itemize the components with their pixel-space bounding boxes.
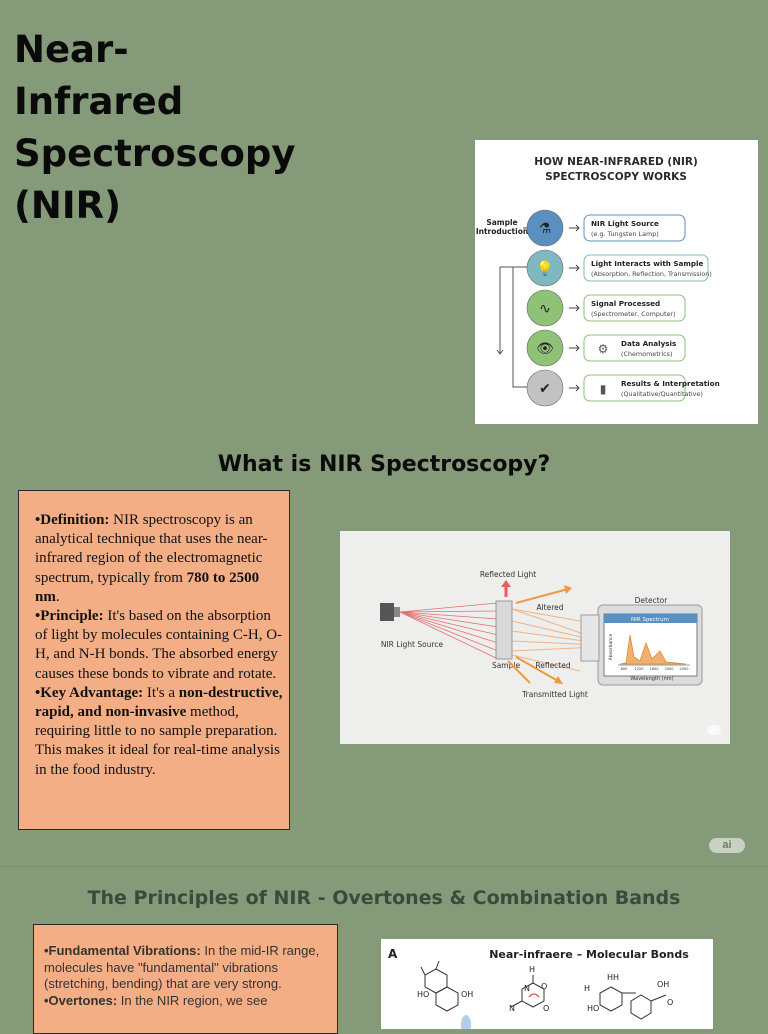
- slide-divider: [0, 866, 768, 867]
- advantage-text-2: method, requiring little to no sample pr…: [35, 704, 280, 778]
- step-label: NIR Light Source: [591, 219, 659, 228]
- overtones-paragraph: •Overtones: In the NIR region, we see: [44, 993, 329, 1010]
- overtones-label: •Overtones:: [44, 992, 118, 1008]
- arrow-right-icon: [569, 344, 580, 352]
- step-label: Light Interacts with Sample: [591, 259, 704, 268]
- molecular-heading: Near-infraere – Molecular Bonds: [489, 948, 689, 961]
- fundamental-text: In the mid-IR range, molecules have "fun…: [44, 943, 320, 991]
- step-sublabel: (Absorption, Reflection, Transmission): [591, 270, 712, 278]
- atom-label: H: [529, 965, 535, 974]
- step-label: Signal Processed: [591, 299, 660, 308]
- step-sublabel: (Chemometrics): [621, 350, 672, 358]
- workflow-step-2: 💡 Light Interacts with Sample (Absorption,…: [526, 249, 712, 287]
- atom-label: HO: [417, 990, 429, 999]
- infographic-heading-2: SPECTROSCOPY WORKS: [545, 171, 687, 183]
- spectrum-tick-label: 1200: [635, 667, 644, 671]
- spectrum-tick-label: 2500: [680, 667, 689, 671]
- arrow-right-icon: [569, 304, 580, 312]
- principles-textbox: •Fundamental Vibrations: In the mid-IR r…: [33, 924, 338, 1034]
- workflow-step-4: 👁 Data Analysis (Chemometrics) ⚙: [526, 329, 686, 367]
- atom-label: HO: [587, 1004, 599, 1013]
- arrow-right-icon: [569, 384, 580, 392]
- absorbance-label: Absorbance: [608, 633, 614, 660]
- sample-label: Sample: [492, 661, 521, 670]
- workflow-step-3: ∿ Signal Processed (Spectrometer, Computer…: [526, 289, 686, 327]
- flask-icon: ⚗: [539, 221, 552, 237]
- sample-intro-label-1: Sample: [486, 218, 517, 227]
- fundamental-paragraph: •Fundamental Vibrations: In the mid-IR r…: [44, 943, 329, 993]
- reflected-label: Reflected: [535, 661, 571, 670]
- how-nir-works-infographic: HOW NEAR-INFRARED (NIR) SPECTROSCOPY WOR…: [475, 140, 758, 424]
- definition-textbox: •Definition: NIR spectroscopy is an anal…: [18, 490, 290, 830]
- transmitted-light-label: Transmitted Light: [521, 690, 588, 699]
- bar-chart-icon: ▮: [600, 382, 607, 396]
- atom-label: N: [524, 984, 530, 993]
- spectrum-tick-label: 1600: [650, 667, 659, 671]
- workflow-step-5: ✔ Results & Interpretation (Qualitative/Qu…: [526, 369, 720, 407]
- spectrum-tick-label: 800: [621, 667, 628, 671]
- atom-label: OH: [461, 990, 473, 999]
- step-sublabel: (Qualitative/Quantitative): [621, 390, 703, 398]
- reflected-light-label: Reflected Light: [480, 570, 536, 579]
- atom-label: H: [584, 984, 590, 993]
- atom-label: O: [543, 1004, 549, 1013]
- lightbulb-icon: 💡: [536, 260, 553, 277]
- atom-label: HH: [607, 973, 619, 982]
- definition-paragraph: •Definition: NIR spectroscopy is an anal…: [35, 511, 285, 607]
- arrow-right-icon: [569, 224, 580, 232]
- step-sublabel: (Spectrometer, Computer): [591, 310, 676, 318]
- wavelength-label: Wavelength (nm): [630, 676, 673, 682]
- slide-title: Near-Infrared Spectroscopy (NIR): [14, 28, 296, 227]
- nir-spectrum-label: NIR Spectrum: [631, 617, 669, 623]
- advantage-paragraph: •Key Advantage: It's a non-destructive, …: [35, 684, 285, 780]
- principle-paragraph: •Principle: It's based on the absorption…: [35, 607, 285, 684]
- definition-end: .: [55, 588, 60, 605]
- nir-setup-diagram: NIR Light Source Sample Reflected Light: [340, 531, 730, 744]
- altered-label: Altered: [536, 603, 563, 612]
- spectrum-curve: [619, 634, 687, 665]
- spectrum-tick-label: 2000: [665, 667, 674, 671]
- atom-label: N: [509, 1004, 515, 1013]
- infographic-heading-1: HOW NEAR-INFRARED (NIR): [534, 156, 698, 168]
- step-sublabel: (e.g. Tungsten Lamp): [591, 230, 659, 238]
- overtones-text: In the NIR region, we see: [117, 992, 268, 1008]
- workflow-step-1: ⚗ NIR Light Source (e.g. Tungsten Lamp): [526, 209, 686, 247]
- section-title-what-is-nir: What is NIR Spectroscopy?: [217, 452, 551, 477]
- step-label: Data Analysis: [621, 339, 676, 348]
- atom-label: O: [541, 982, 547, 991]
- ai-badge: ai: [709, 838, 745, 853]
- definition-label: •Definition:: [35, 512, 110, 528]
- gears-icon: ⚙: [598, 342, 609, 356]
- sample-intro-label-2: Introduction: [476, 227, 528, 236]
- atom-label: OH: [657, 980, 669, 989]
- waveform-icon: ∿: [539, 301, 551, 317]
- section-title-principles: The Principles of NIR - Overtones & Comb…: [87, 887, 681, 909]
- detector-label: Detector: [635, 596, 669, 605]
- sample-block: [495, 600, 513, 660]
- checkmark-icon: ✔: [539, 381, 551, 397]
- principle-text: It's based on the absorption of light by…: [35, 608, 283, 682]
- definition-text: NIR spectroscopy is an analytical techni…: [35, 512, 268, 586]
- arrow-right-icon: [569, 264, 580, 272]
- step-label: Results & Interpretation: [621, 379, 720, 388]
- fundamental-label: •Fundamental Vibrations:: [44, 943, 201, 958]
- light-source-label: NIR Light Source: [381, 640, 444, 649]
- panel-letter: A: [388, 947, 398, 961]
- advantage-text-1: It's a: [143, 684, 179, 701]
- definition-range: 780 to 2500 nm: [35, 569, 260, 605]
- advantage-label: •Key Advantage:: [35, 684, 144, 701]
- principle-label: •Principle:: [35, 608, 104, 625]
- advantage-bold: non-destructive, rapid, and non-invasive: [35, 684, 283, 721]
- atom-label: O: [667, 998, 673, 1007]
- eye-icon: 👁: [536, 341, 554, 357]
- light-source-icon: [380, 603, 394, 621]
